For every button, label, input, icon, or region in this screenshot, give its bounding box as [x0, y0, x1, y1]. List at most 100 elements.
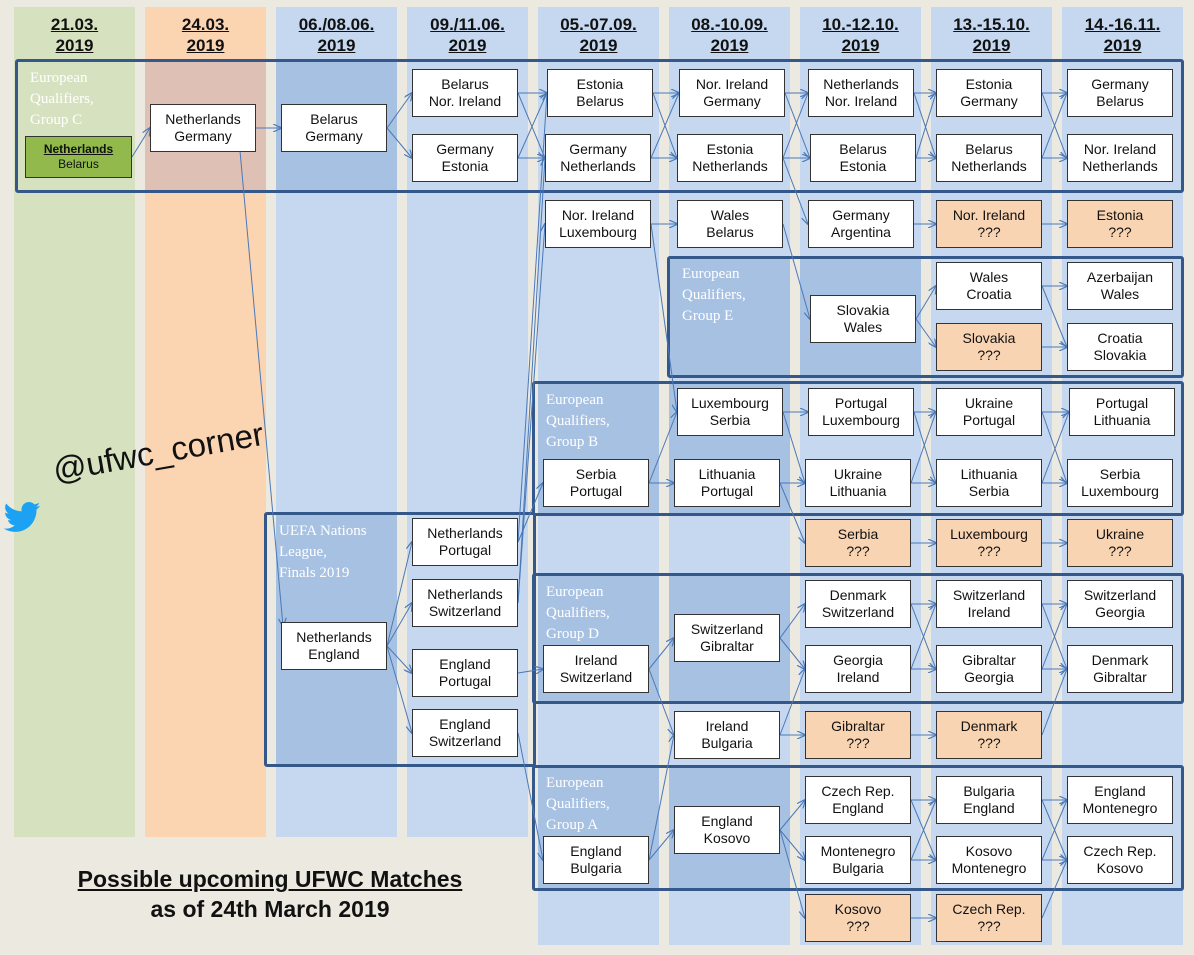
match-team-2: Luxembourg: [822, 412, 900, 428]
progression-arrow: [779, 482, 805, 543]
match-box: Czech Rep.England: [805, 776, 911, 824]
match-team-1: Lithuania: [698, 466, 756, 482]
match-team-2: England: [963, 800, 1015, 816]
match-box: Czech Rep.Kosovo: [1067, 836, 1173, 884]
progression-arrow: [648, 638, 674, 670]
progression-arrow: [1041, 669, 1067, 736]
match-team-2: Georgia: [964, 669, 1014, 685]
match-team-2: Nor. Ireland: [824, 93, 898, 109]
match-team-1: Netherlands: [43, 142, 114, 156]
date-header-line1: 21.03.: [50, 15, 99, 34]
date-header: 09./11.06.2019: [407, 14, 528, 56]
match-team-1: Belarus: [965, 141, 1013, 157]
match-team-2: Netherlands: [951, 158, 1027, 174]
match-team-2: Estonia: [441, 158, 489, 174]
progression-arrow: [782, 411, 805, 483]
progression-arrow: [648, 735, 674, 861]
match-team-2: ???: [1108, 224, 1132, 240]
match-team-1: Serbia: [575, 466, 617, 482]
progression-arrow: [910, 604, 936, 670]
progression-arrow: [915, 286, 936, 320]
progression-arrow: [517, 93, 547, 543]
date-header-line1: 24.03.: [181, 15, 230, 34]
date-header: 05.-07.09.2019: [538, 14, 659, 56]
match-team-2: Georgia: [1095, 604, 1145, 620]
match-team-1: Estonia: [706, 141, 754, 157]
match-team-1: Denmark: [960, 718, 1018, 734]
match-box: Denmark???: [936, 711, 1042, 759]
group-label-line: UEFA Nations: [279, 523, 367, 539]
match-team-1: Luxembourg: [691, 395, 769, 411]
match-team-2: England: [832, 800, 884, 816]
progression-arrow: [779, 669, 805, 736]
match-team-2: England: [308, 646, 360, 662]
group-label-line: Qualifiers,: [546, 413, 610, 429]
match-team-2: Lithuania: [1093, 412, 1151, 428]
date-header-line2: 2019: [710, 36, 749, 55]
match-box: Serbia???: [805, 519, 911, 567]
match-team-1: Lithuania: [960, 466, 1018, 482]
progression-arrow: [1041, 412, 1069, 484]
group-label-line: Group A: [546, 817, 599, 833]
progression-arrow: [779, 604, 805, 639]
match-team-2: Croatia: [966, 286, 1012, 302]
progression-arrow: [915, 93, 936, 159]
group-a-box: [532, 765, 1184, 891]
match-team-2: Bulgaria: [832, 860, 884, 876]
match-team-1: Nor. Ireland: [1083, 141, 1157, 157]
match-team-2: Belarus: [706, 224, 754, 240]
match-team-1: Czech Rep.: [952, 901, 1026, 917]
match-team-2: ???: [977, 543, 1001, 559]
progression-arrow: [913, 411, 936, 483]
group-label-line: European: [546, 775, 604, 791]
progression-arrow: [1041, 604, 1067, 670]
date-header-line1: 10.-12.10.: [822, 15, 899, 34]
match-team-1: England: [439, 656, 491, 672]
progression-arrow: [784, 92, 810, 158]
match-team-2: Argentina: [831, 224, 891, 240]
group-label-line: Group C: [30, 112, 83, 128]
match-team-2: Montenegro: [951, 860, 1027, 876]
match-team-2: Portugal: [438, 673, 492, 689]
progression-arrow: [517, 669, 543, 673]
progression-arrow: [1041, 93, 1067, 159]
match-box: Estonia???: [1067, 200, 1173, 248]
progression-arrow: [1041, 285, 1067, 347]
group-c-box: [15, 59, 1184, 193]
match-team-1: Gibraltar: [831, 718, 885, 734]
match-team-2: Wales: [843, 319, 883, 335]
group-label-line: European: [682, 266, 740, 282]
match-team-2: Germany: [174, 128, 232, 144]
match-team-2: ???: [977, 735, 1001, 751]
group-label-line: Group B: [546, 434, 599, 450]
date-header: 24.03.2019: [145, 14, 266, 56]
match-team-2: ???: [846, 735, 870, 751]
page-title: Possible upcoming UFWC Matches as of 24t…: [40, 864, 500, 924]
progression-arrow: [782, 223, 810, 319]
date-header: 06./08.06.2019: [276, 14, 397, 56]
progression-arrow: [779, 829, 805, 860]
group-d-box: [532, 573, 1184, 704]
match-team-1: Ireland: [574, 652, 618, 668]
match-team-1: Denmark: [829, 587, 887, 603]
progression-arrow: [131, 128, 150, 158]
match-team-1: Portugal: [834, 395, 888, 411]
progression-arrow: [913, 92, 936, 158]
progression-arrow: [1041, 800, 1067, 861]
